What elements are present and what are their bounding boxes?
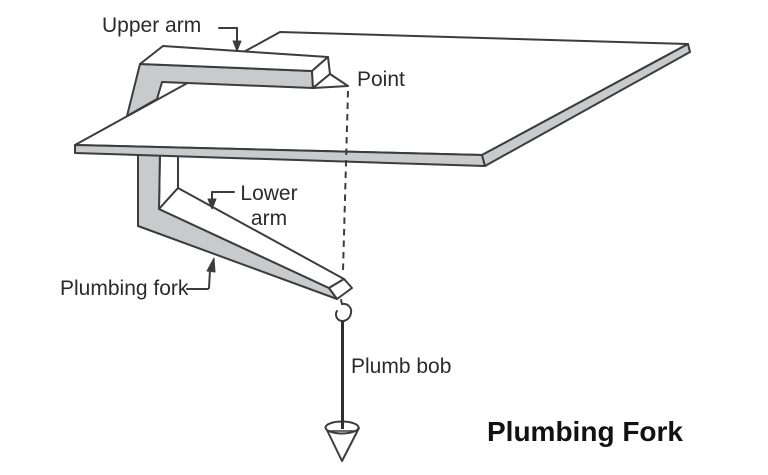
point-label: Point xyxy=(357,68,405,91)
upper-arm-leader-line xyxy=(218,27,238,43)
lower-arm-leader-line xyxy=(211,191,235,201)
lower-arm-label: Lower arm xyxy=(233,181,305,231)
fork-upper-arm-group xyxy=(126,45,349,272)
lower-arm-label-line1: Lower xyxy=(240,182,298,205)
pointer-tip xyxy=(312,73,349,89)
plumbing-fork-arrowhead xyxy=(206,257,216,273)
upper-arm-label: Upper arm xyxy=(102,14,202,37)
upper-arm-arrowhead xyxy=(232,40,242,52)
fork-lower-arm-group xyxy=(137,149,360,462)
lower-arm-arrowhead xyxy=(207,198,217,210)
plumbing-fork-label: Plumbing fork xyxy=(60,277,189,300)
plumbing-fork-leader-line xyxy=(186,269,211,290)
leader-lines-group xyxy=(186,27,242,290)
table-right-edge xyxy=(481,43,691,167)
lower-arm-label-line2: arm xyxy=(250,207,288,230)
lower-arm-end-cap xyxy=(328,278,353,300)
hook-icon xyxy=(334,299,353,323)
plumb-alignment-dashed-line xyxy=(342,90,349,272)
plumb-bob-label: Plumb bob xyxy=(351,355,452,378)
figure-title: Plumbing Fork xyxy=(487,416,683,447)
